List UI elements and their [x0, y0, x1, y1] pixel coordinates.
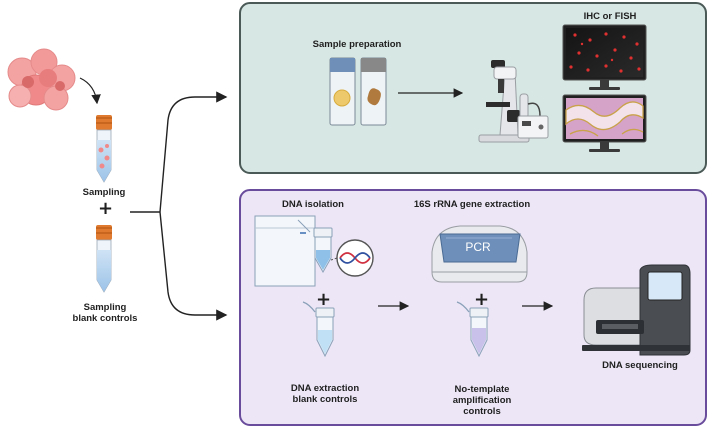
blank-control-tube	[96, 225, 112, 293]
sampling-plus: +	[98, 198, 114, 219]
dna-sequencing-label: DNA sequencing	[602, 360, 678, 371]
no-template-label-line1: No-template	[454, 384, 510, 395]
sampling-blank-label-line2: blank controls	[72, 313, 138, 324]
pcr-display-text: PCR	[465, 240, 491, 254]
sample-preparation-label: Sample preparation	[312, 39, 402, 50]
cell-to-tube-arrow	[79, 77, 101, 105]
ihc-fish-label: IHC or FISH	[583, 11, 637, 22]
no-template-tube	[456, 301, 489, 358]
pcr-plus: +	[474, 289, 490, 310]
slide-2	[360, 57, 387, 126]
no-template-label-line3: controls	[463, 406, 501, 417]
no-template-label-line2: amplification	[452, 395, 512, 406]
pcr-machine	[431, 225, 528, 283]
sampling-label: Sampling	[82, 187, 126, 198]
isolation-bag	[254, 215, 316, 287]
microscope	[478, 60, 549, 143]
dna-zoom	[330, 239, 374, 277]
dna-isolation-label: DNA isolation	[282, 199, 344, 210]
fish-monitor	[562, 24, 647, 90]
sampling-tube	[96, 115, 112, 183]
sampling-blank-label-line1: Sampling	[83, 302, 127, 313]
extraction-blank-tube	[302, 301, 335, 358]
isolation-plus: +	[316, 289, 332, 310]
slide-1	[329, 57, 356, 126]
extraction-blank-label-line2: blank controls	[292, 394, 358, 405]
fish-signal-dots	[569, 32, 641, 73]
isolation-tube	[313, 227, 333, 274]
ihc-monitor	[562, 94, 647, 152]
rrna-extraction-label: 16S rRNA gene extraction	[413, 199, 531, 210]
dna-sequencer	[582, 264, 691, 356]
branch-arrows	[130, 91, 228, 321]
extraction-blank-label-line1: DNA extraction	[290, 383, 360, 394]
cell-cluster	[7, 48, 76, 111]
